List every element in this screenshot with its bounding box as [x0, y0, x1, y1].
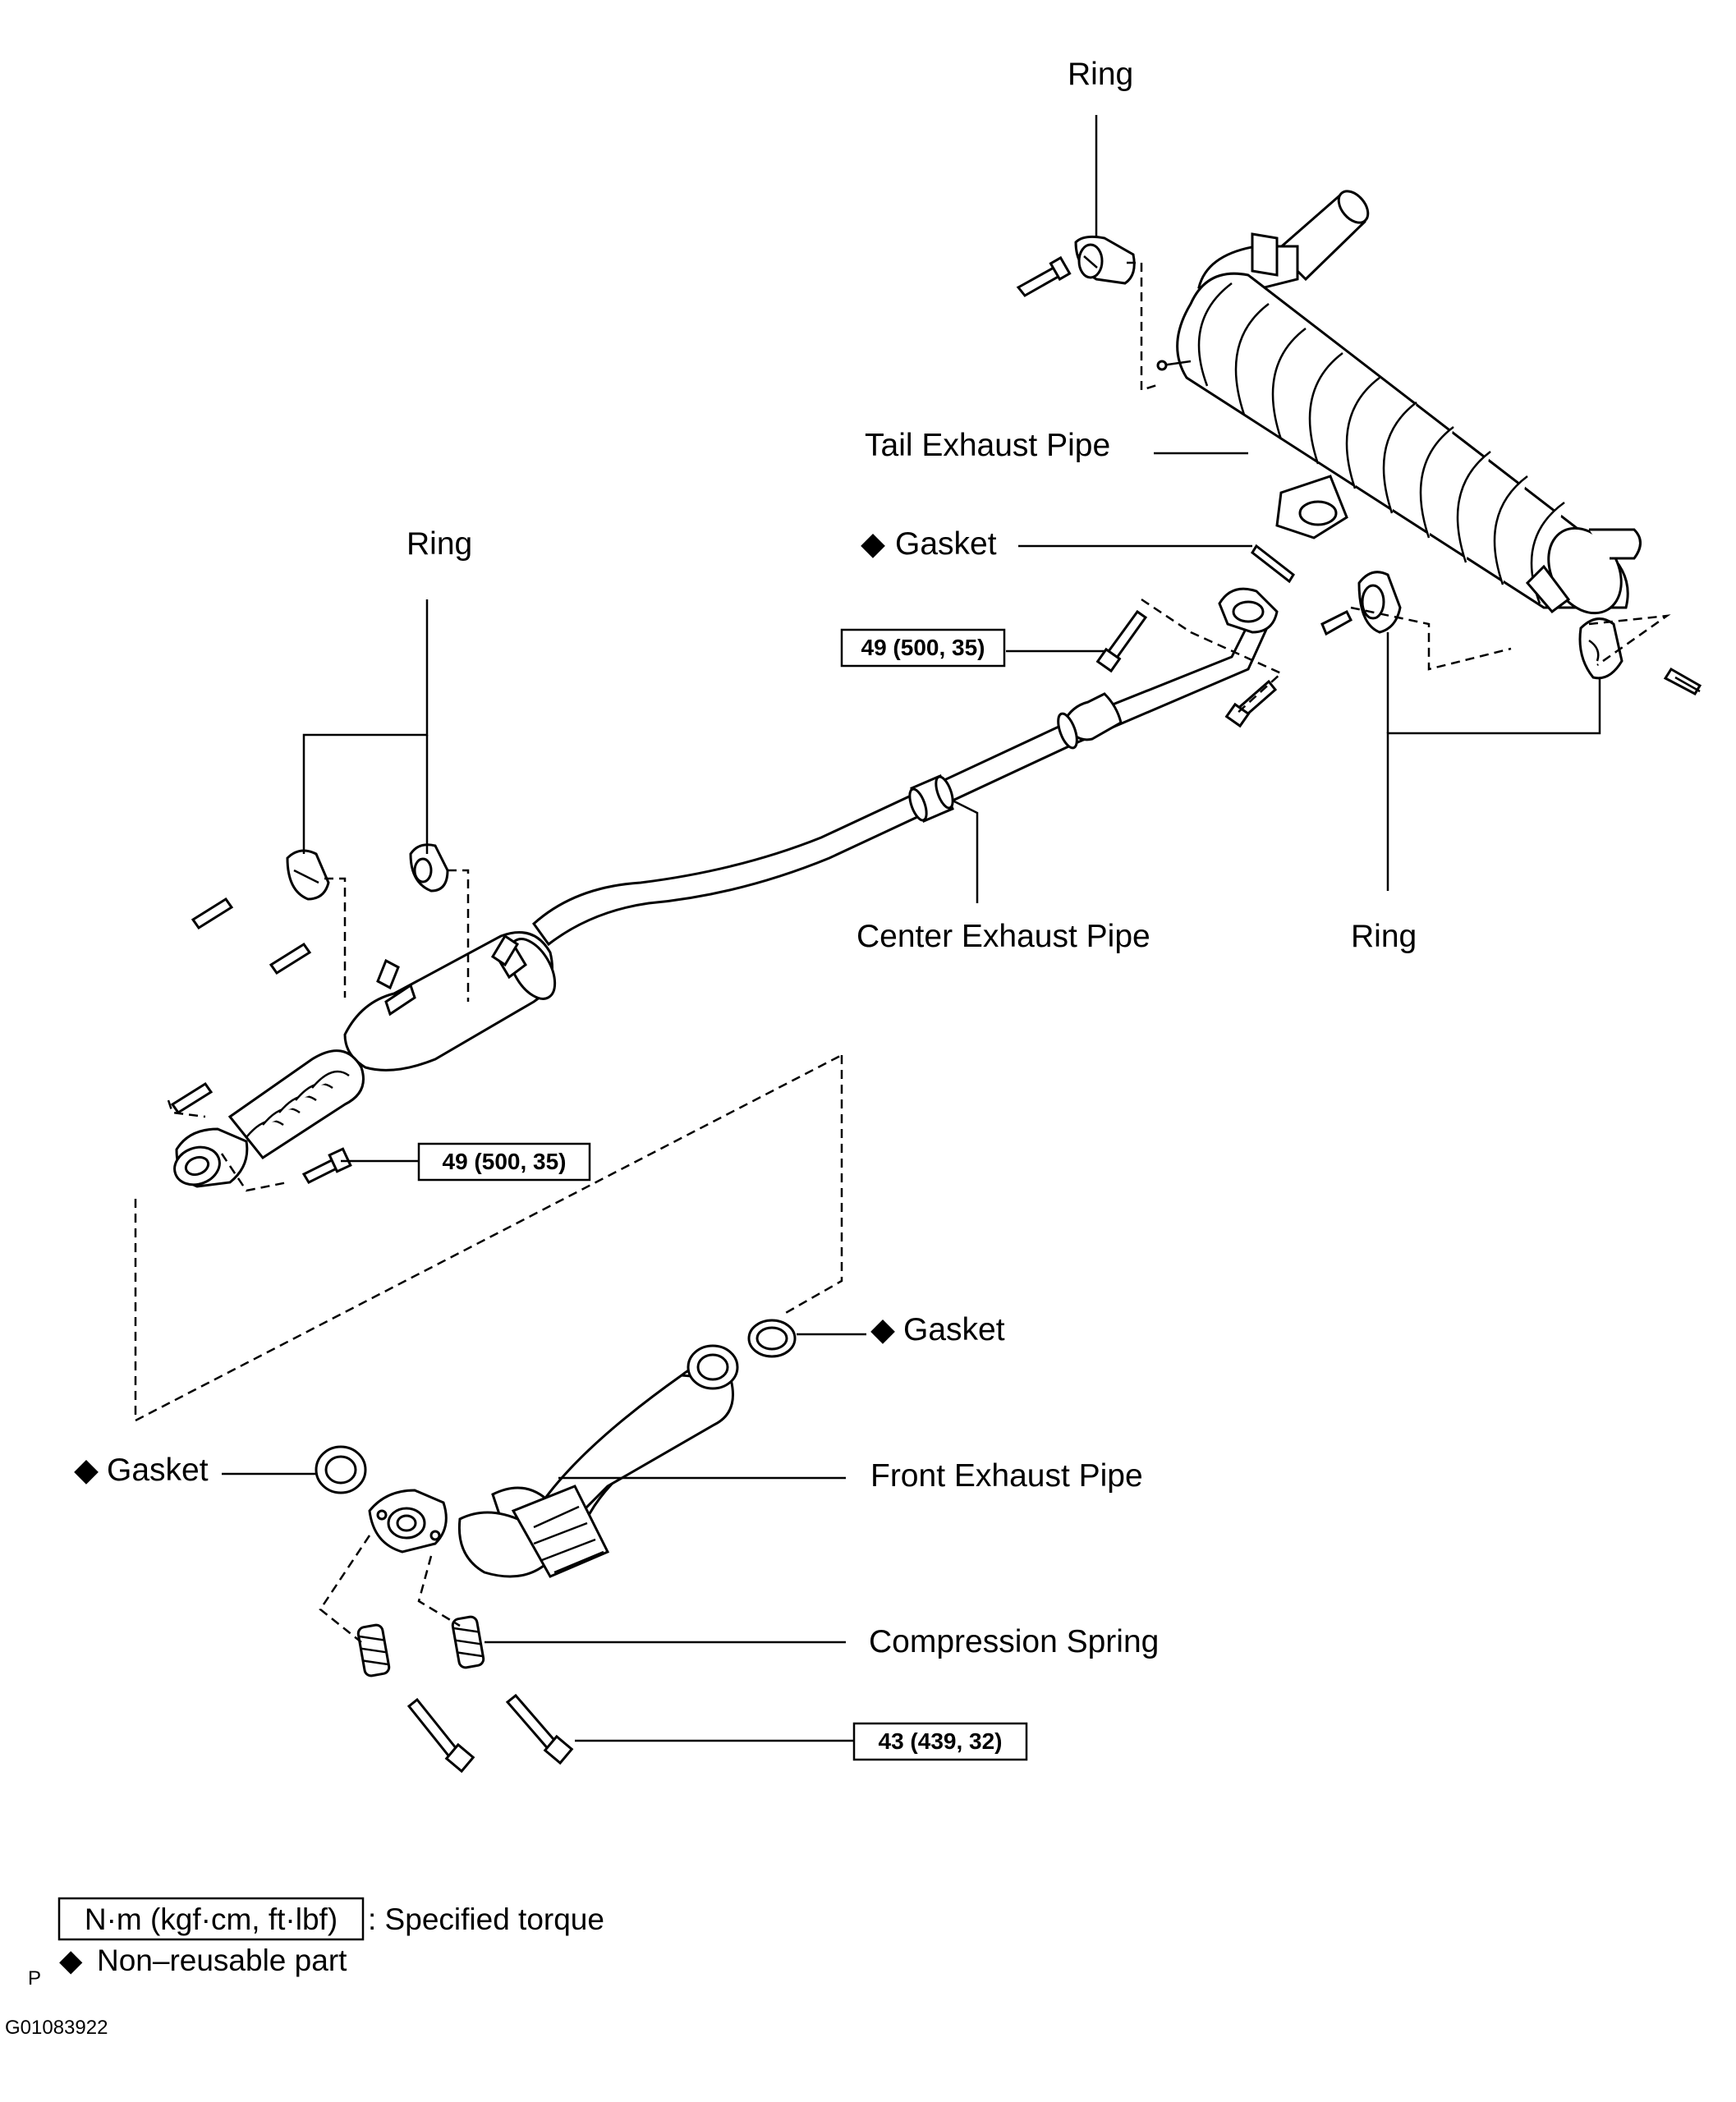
legend-torque-unit: N·m (kgf·cm, ft·lbf) — [85, 1902, 338, 1936]
torque-value: 49 (500, 35) — [443, 1149, 567, 1174]
front-pipe-heat-shield — [533, 1505, 604, 1574]
ring-left-part — [191, 843, 449, 975]
legend: N·m (kgf·cm, ft·lbf) : Specified torque … — [57, 1897, 604, 1977]
alignment-dashed-lines — [134, 261, 1671, 1643]
non-reusable-diamond-icon: ◆ — [870, 1312, 895, 1347]
footer-code: G01083922 — [5, 2017, 108, 2039]
tail-exhaust-pipe-part — [1156, 190, 1642, 615]
torque-value: 43 (439, 32) — [879, 1728, 1003, 1754]
label-ring-top: Ring — [1068, 57, 1133, 92]
torque-spec-manifold-bolts: 43 (439, 32) — [852, 1722, 1028, 1761]
label-ring-left: Ring — [406, 526, 472, 562]
label-front-exhaust-pipe: Front Exhaust Pipe — [870, 1458, 1143, 1494]
footer-marker: P — [28, 1967, 41, 1990]
compression-springs — [356, 1615, 485, 1677]
ring-right-part — [1320, 571, 1702, 695]
non-reusable-diamond-icon: ◆ — [59, 1944, 83, 1977]
label-gasket-rear: Gasket — [895, 526, 997, 562]
flange-bolts — [170, 609, 1278, 1184]
center-exhaust-pipe-part — [173, 587, 1279, 1188]
front-exhaust-pipe-part — [368, 1344, 739, 1578]
ring-top-part — [1016, 235, 1136, 297]
label-compression-spring: Compression Spring — [869, 1624, 1159, 1659]
gaskets — [315, 544, 1295, 1494]
manifold-bolts — [406, 1693, 574, 1774]
torque-value: 49 (500, 35) — [861, 635, 985, 660]
label-tail-exhaust-pipe: Tail Exhaust Pipe — [865, 428, 1110, 463]
torque-spec-front-flange: 49 (500, 35) — [417, 1142, 591, 1182]
label-gasket-front-right: Gasket — [903, 1312, 1005, 1347]
flex-section-ribs — [246, 1070, 350, 1138]
part-labels: Ring Tail Exhaust Pipe ◆ Gasket Ring Cen… — [74, 57, 1417, 1659]
callout-lines — [222, 115, 1601, 1742]
legend-non-reusable-desc: Non–reusable part — [97, 1944, 347, 1977]
label-gasket-front-left: Gasket — [107, 1453, 209, 1488]
torque-spec-rear-flange: 49 (500, 35) — [840, 628, 1006, 668]
label-ring-right: Ring — [1351, 919, 1417, 954]
non-reusable-diamond-icon: ◆ — [74, 1453, 99, 1488]
non-reusable-diamond-icon: ◆ — [861, 526, 885, 562]
legend-torque-desc: : Specified torque — [368, 1902, 604, 1936]
label-center-exhaust-pipe: Center Exhaust Pipe — [857, 919, 1150, 954]
